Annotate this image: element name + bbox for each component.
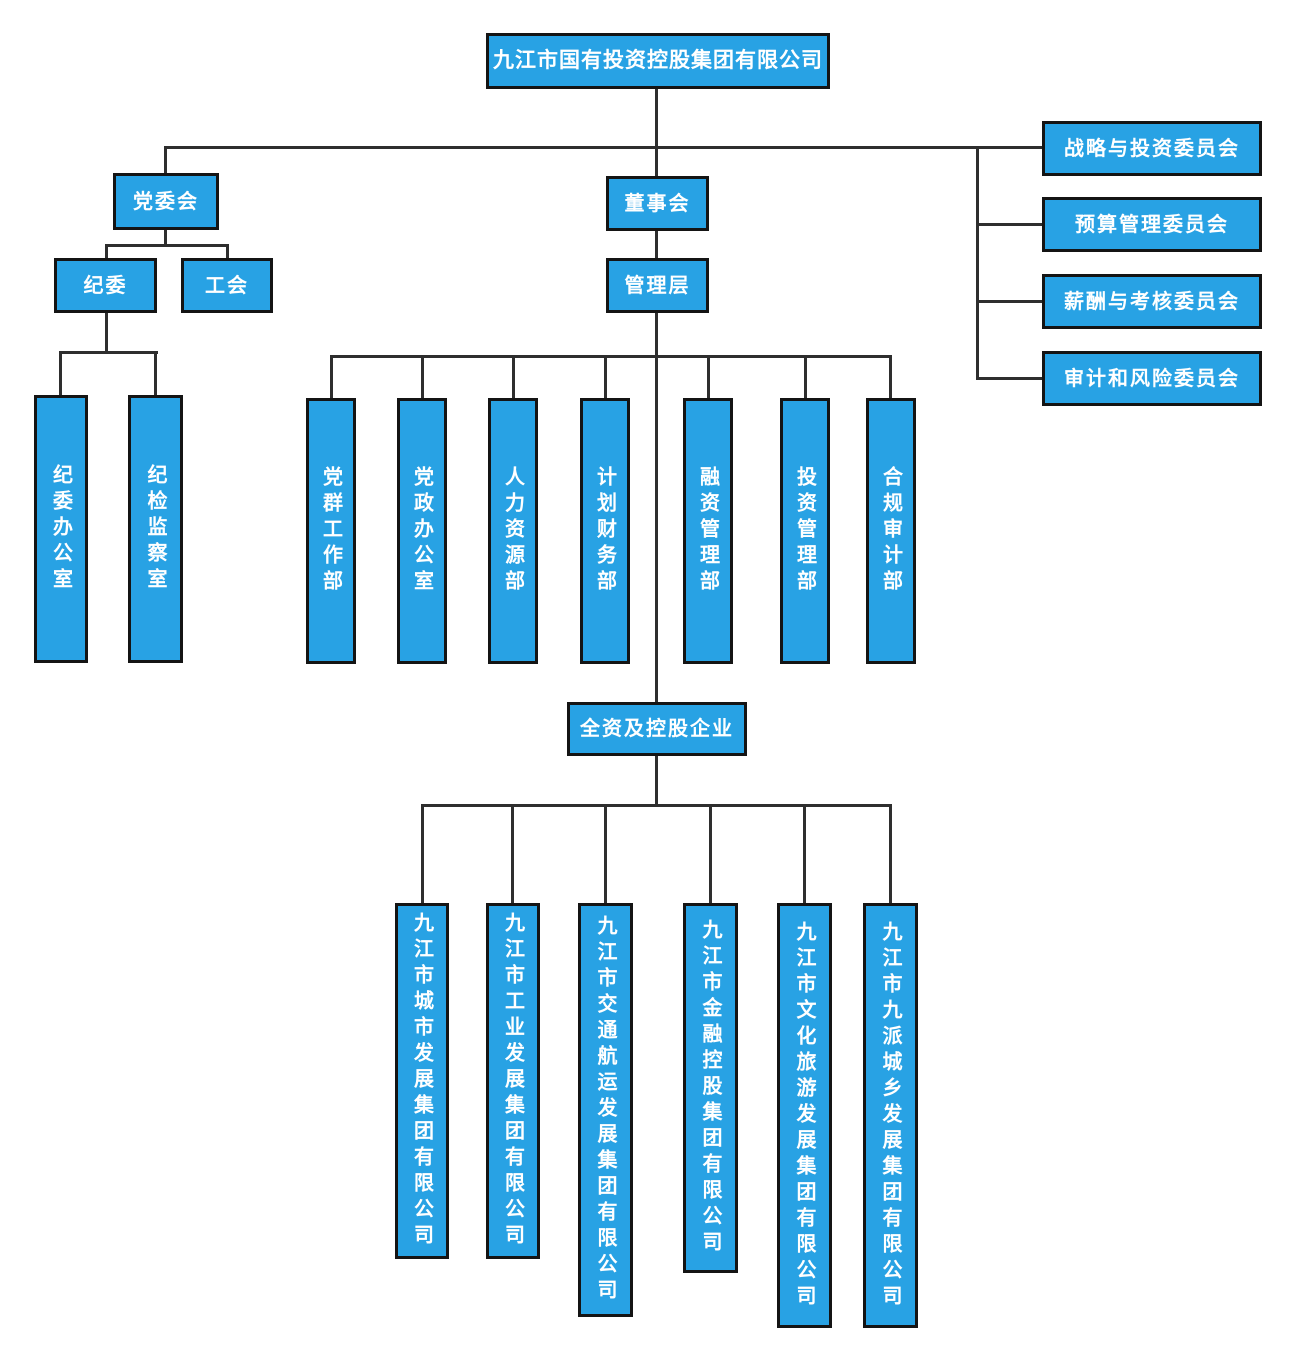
- connector-line: [154, 351, 157, 397]
- subsidiary-label-1: 九江市城市发展集团有限公司: [410, 912, 433, 1250]
- subsidiary-label-2: 九江市工业发展集团有限公司: [501, 912, 524, 1250]
- discipline-office-box-2: 纪检监察室: [128, 395, 183, 663]
- subsidiary-box-1: 九江市城市发展集团有限公司: [395, 903, 449, 1259]
- department-label-5: 融资管理部: [696, 466, 719, 596]
- department-label-4: 计划财务部: [593, 466, 616, 596]
- subsidiary-box-3: 九江市交通航运发展集团有限公司: [578, 903, 633, 1317]
- subsidiary-box-5: 九江市文化旅游发展集团有限公司: [777, 903, 832, 1328]
- party-committee-label: 党委会: [133, 190, 199, 213]
- party-committee-box: 党委会: [113, 173, 219, 230]
- org-root-label: 九江市国有投资控股集团有限公司: [493, 49, 823, 73]
- connector-line: [164, 229, 167, 247]
- subsidiary-box-4: 九江市金融控股集团有限公司: [683, 903, 738, 1273]
- connector-line: [105, 244, 229, 247]
- connector-line: [512, 355, 515, 398]
- connector-line: [803, 804, 806, 903]
- connector-line: [709, 804, 712, 903]
- connector-line: [226, 244, 229, 260]
- connector-line: [330, 355, 892, 358]
- department-box-7: 合规审计部: [866, 398, 916, 664]
- management-label: 管理层: [624, 274, 691, 297]
- org-root-box: 九江市国有投资控股集团有限公司: [486, 33, 830, 89]
- connector-line: [59, 351, 158, 354]
- connector-line: [976, 377, 1044, 380]
- subsidiaries-group-label: 全资及控股企业: [580, 718, 734, 740]
- connector-line: [421, 804, 424, 903]
- discipline-office-box-1: 纪委办公室: [34, 395, 88, 663]
- connector-line: [889, 355, 892, 398]
- subsidiaries-group-box: 全资及控股企业: [567, 702, 747, 756]
- subsidiary-label-4: 九江市金融控股集团有限公司: [699, 919, 721, 1257]
- connector-line: [655, 88, 658, 178]
- board-committee-box-3: 薪酬与考核委员会: [1042, 274, 1262, 329]
- connector-line: [421, 355, 424, 398]
- connector-line: [889, 804, 892, 903]
- board-committee-box-2: 预算管理委员会: [1042, 197, 1262, 252]
- department-label-2: 党政办公室: [410, 466, 433, 596]
- connector-line: [105, 244, 108, 260]
- connector-line: [59, 351, 62, 397]
- subsidiary-box-6: 九江市九派城乡发展集团有限公司: [863, 903, 918, 1328]
- department-box-6: 投资管理部: [780, 398, 830, 664]
- connector-line: [164, 146, 167, 176]
- board-committee-label-4: 审计和风险委员会: [1064, 367, 1240, 390]
- board-label: 董事会: [624, 192, 691, 215]
- board-committee-label-3: 薪酬与考核委员会: [1064, 290, 1240, 313]
- connector-line: [707, 355, 710, 398]
- connector-line: [604, 804, 607, 903]
- management-box: 管理层: [606, 258, 709, 313]
- connector-line: [655, 311, 658, 704]
- connector-line: [604, 355, 607, 398]
- subsidiary-label-3: 九江市交通航运发展集团有限公司: [594, 915, 616, 1305]
- department-box-1: 党群工作部: [306, 398, 356, 664]
- subsidiary-label-5: 九江市文化旅游发展集团有限公司: [793, 920, 815, 1311]
- discipline-committee-box: 纪委: [54, 258, 157, 313]
- discipline-office-label-1: 纪委办公室: [49, 464, 72, 594]
- connector-line: [976, 146, 979, 380]
- connector-line: [421, 804, 892, 807]
- connector-line: [164, 146, 1044, 149]
- subsidiary-label-6: 九江市九派城乡发展集团有限公司: [879, 920, 901, 1311]
- subsidiary-box-2: 九江市工业发展集团有限公司: [486, 903, 540, 1259]
- labor-union-box: 工会: [181, 258, 273, 313]
- discipline-office-label-2: 纪检监察室: [144, 464, 166, 594]
- connector-line: [105, 311, 108, 354]
- department-label-6: 投资管理部: [793, 466, 816, 596]
- department-box-5: 融资管理部: [683, 398, 733, 664]
- connector-line: [976, 300, 1044, 303]
- connector-line: [511, 804, 514, 903]
- connector-line: [976, 223, 1044, 226]
- connector-line: [804, 355, 807, 398]
- board-committee-box-1: 战略与投资委员会: [1042, 121, 1262, 176]
- board-committee-label-2: 预算管理委员会: [1075, 213, 1229, 236]
- connector-line: [655, 754, 658, 806]
- department-label-1: 党群工作部: [319, 466, 342, 596]
- labor-union-label: 工会: [205, 274, 249, 297]
- board-box: 董事会: [606, 176, 709, 231]
- department-box-3: 人力资源部: [488, 398, 538, 664]
- board-committee-box-4: 审计和风险委员会: [1042, 351, 1262, 406]
- connector-line: [330, 355, 333, 398]
- department-label-3: 人力资源部: [501, 466, 524, 596]
- discipline-committee-label: 纪委: [83, 274, 128, 297]
- board-committee-label-1: 战略与投资委员会: [1064, 137, 1240, 160]
- department-box-2: 党政办公室: [397, 398, 447, 664]
- department-label-7: 合规审计部: [879, 466, 902, 596]
- department-box-4: 计划财务部: [580, 398, 630, 664]
- connector-line: [655, 229, 658, 260]
